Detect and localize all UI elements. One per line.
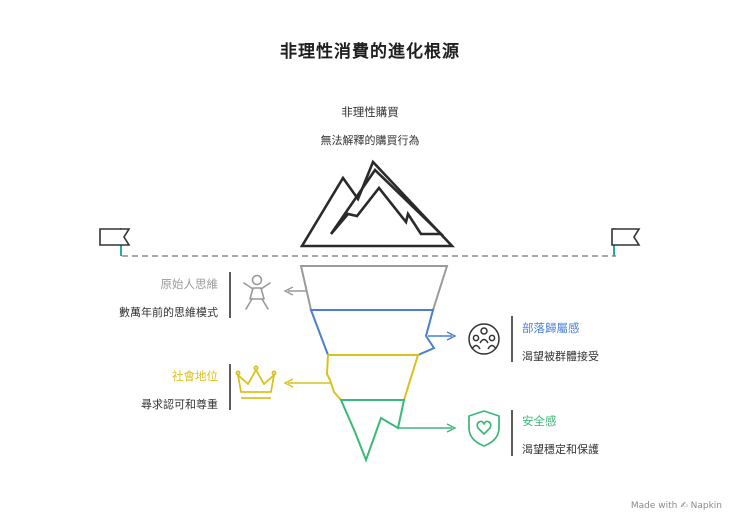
group-people-icon [468,323,500,355]
security-heading: 安全感 [522,414,557,428]
crown-icon [235,365,277,399]
watermark-text: Made with ✍ Napkin [630,501,722,511]
status-heading: 社會地位 [172,369,218,383]
layer-social-status [325,354,420,401]
left-flag-icon [99,228,131,256]
iceberg-tip [299,159,456,248]
right-flag-icon [611,228,641,256]
security-description: 渴望穩定和保護 [522,443,599,456]
primitive-description: 數萬年前的思維模式 [119,306,218,319]
top-description: 無法解釋的購買行為 [320,134,420,147]
connector-status [283,378,330,388]
connector-security [398,423,457,433]
top-heading: 非理性購買 [341,105,399,119]
layer-tribal-belonging [309,309,436,356]
primitive-heading: 原始人思維 [160,277,219,291]
connector-primitive [283,286,306,296]
primitive-person-icon [243,274,271,310]
connector-tribal [428,331,457,341]
page-title: 非理性消費的進化根源 [280,42,460,62]
tribal-heading: 部落歸屬感 [522,321,580,335]
layer-security [339,399,406,463]
status-description: 尋求認可和尊重 [141,398,218,411]
napkin-watermark[interactable]: Made with ✍ Napkin [631,501,722,511]
layer-primitive-mind [299,265,449,311]
heart-shield-icon [468,410,500,447]
tribal-description: 渴望被群體接受 [522,350,599,363]
